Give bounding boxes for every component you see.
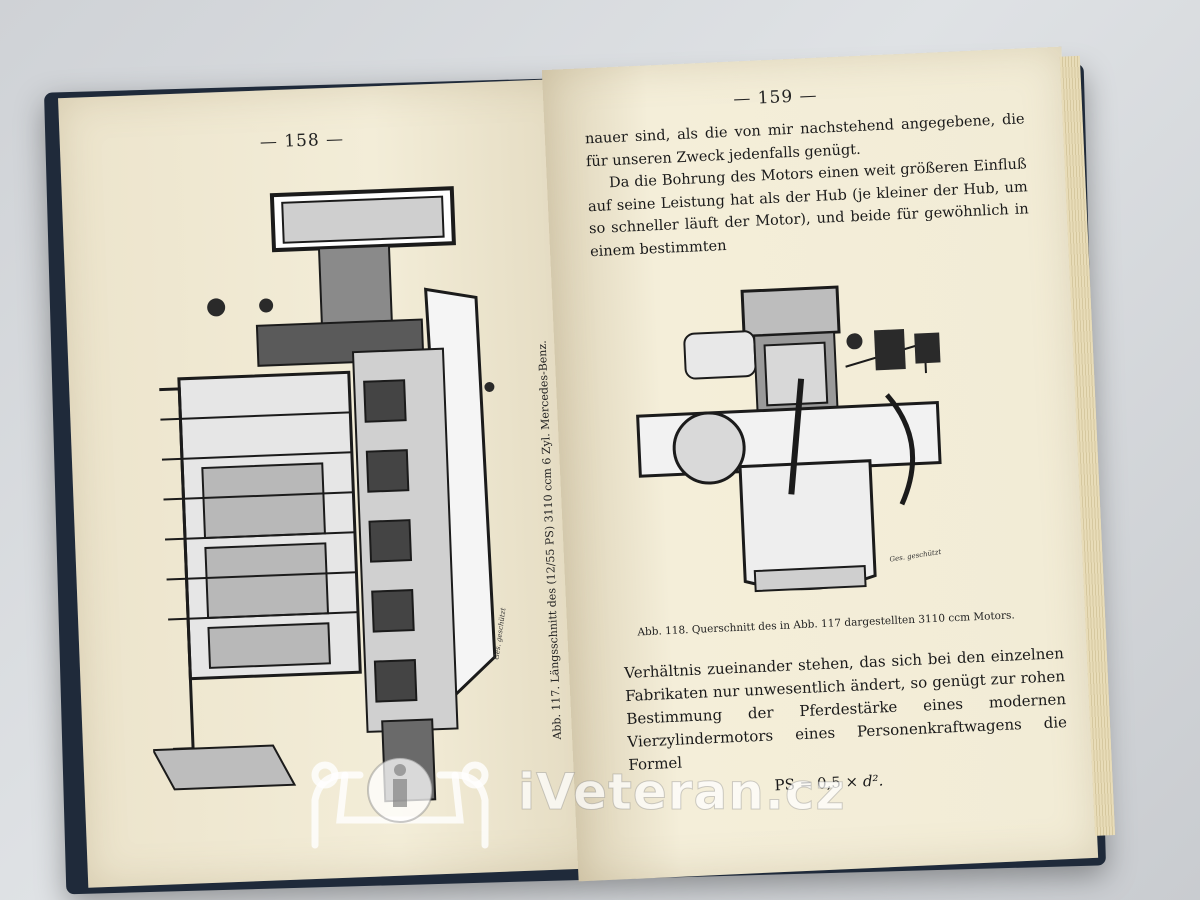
right-page: — 159 — nauer sind, als die von mir nach… bbox=[541, 46, 1116, 882]
watermark-text: iVeteran.cz bbox=[518, 763, 846, 822]
paragraph-second: Da die Bohrung des Motors einen weit grö… bbox=[587, 156, 1030, 260]
page-edge-stack bbox=[1059, 55, 1116, 836]
open-book: — 158 — bbox=[44, 40, 1116, 895]
engine-cross-section-drawing bbox=[636, 285, 942, 593]
veteran-car-logo-icon bbox=[311, 757, 489, 849]
page-number-left: — 158 — bbox=[259, 129, 345, 153]
watermark: iVeteran.cz bbox=[300, 745, 920, 855]
engine-longitudinal-section-drawing bbox=[151, 186, 497, 803]
page-number-right: — 159 — bbox=[732, 85, 819, 110]
text-block-top: nauer sind, als die von mir nachstehend … bbox=[585, 108, 1031, 263]
